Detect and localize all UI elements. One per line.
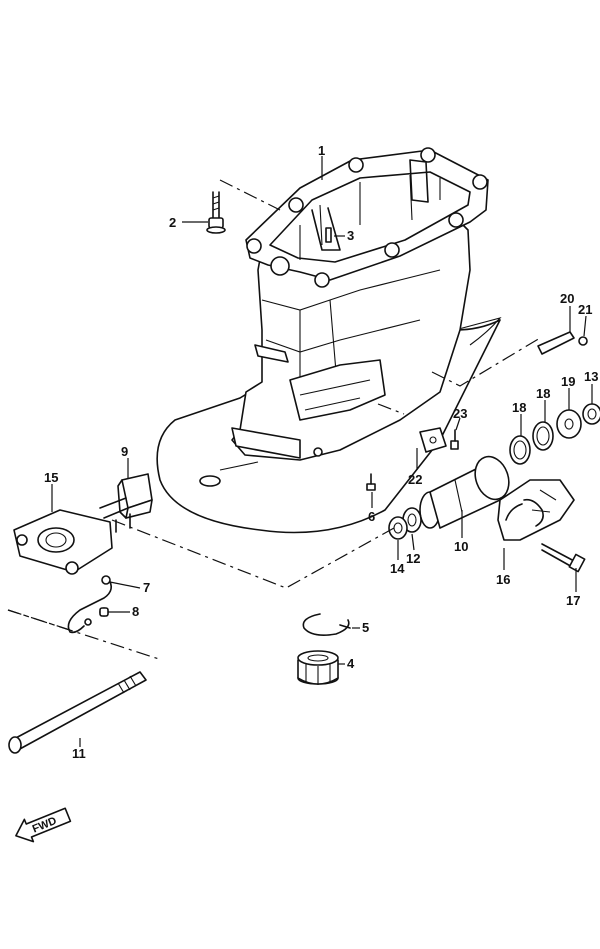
stud-part-11[interactable]	[8, 671, 147, 754]
fwd-direction-badge: FWD	[15, 807, 72, 843]
callout-5: 5	[362, 620, 369, 635]
callout-3: 3	[347, 228, 354, 243]
callout-4: 4	[347, 656, 355, 671]
washer-part-19[interactable]	[556, 409, 582, 439]
leader-lines	[51, 156, 593, 747]
callout-labels: 1 2 3 4 5 6 7 8 9 10 11 12 13 14 15 16 1…	[44, 143, 598, 761]
callout-17: 17	[566, 593, 580, 608]
callout-13: 13	[584, 369, 598, 384]
callout-19: 19	[561, 374, 575, 389]
callout-21: 21	[578, 302, 592, 317]
collar-part-10[interactable]	[419, 452, 515, 529]
callout-22: 22	[408, 472, 422, 487]
circlip-part-5[interactable]	[302, 613, 351, 636]
callout-7: 7	[143, 580, 150, 595]
screw-part-23[interactable]	[450, 429, 459, 450]
callout-14: 14	[390, 561, 405, 576]
callout-2: 2	[169, 215, 176, 230]
driveshaft-housing[interactable]	[156, 147, 502, 534]
washer-part-14[interactable]	[388, 516, 408, 540]
callout-15: 15	[44, 470, 58, 485]
bolt-part-2[interactable]	[206, 191, 226, 234]
callout-23: 23	[453, 406, 467, 421]
callout-18b: 18	[536, 386, 550, 401]
seal-part-18a[interactable]	[509, 435, 531, 465]
plate-part-20[interactable]	[537, 331, 575, 355]
bolt-part-17[interactable]	[541, 543, 586, 573]
screw-part-6[interactable]	[366, 473, 376, 491]
callout-16: 16	[496, 572, 510, 587]
callout-20: 20	[560, 291, 574, 306]
pin-part-3[interactable]	[325, 227, 332, 243]
block-part-22[interactable]	[419, 427, 447, 453]
callout-1: 1	[318, 143, 325, 158]
screw-part-8[interactable]	[84, 607, 109, 626]
bracket-part-16[interactable]	[497, 479, 575, 541]
callout-12: 12	[406, 551, 420, 566]
callout-9: 9	[121, 444, 128, 459]
seal-part-18b[interactable]	[532, 421, 554, 451]
electric-block-part-9[interactable]	[99, 473, 153, 533]
ground-wire-part-7[interactable]	[67, 575, 112, 634]
callout-8: 8	[132, 604, 139, 619]
arrow-left-icon	[15, 807, 72, 843]
nut-part-13[interactable]	[582, 403, 600, 425]
callout-11: 11	[72, 746, 86, 761]
assembly-guide-lines	[7, 179, 541, 661]
clamp-part-15[interactable]	[13, 509, 113, 575]
bushing-part-4[interactable]	[297, 650, 339, 685]
callout-6: 6	[368, 509, 375, 524]
callout-10: 10	[454, 539, 468, 554]
screw-part-21[interactable]	[578, 336, 588, 346]
callout-18a: 18	[512, 400, 526, 415]
